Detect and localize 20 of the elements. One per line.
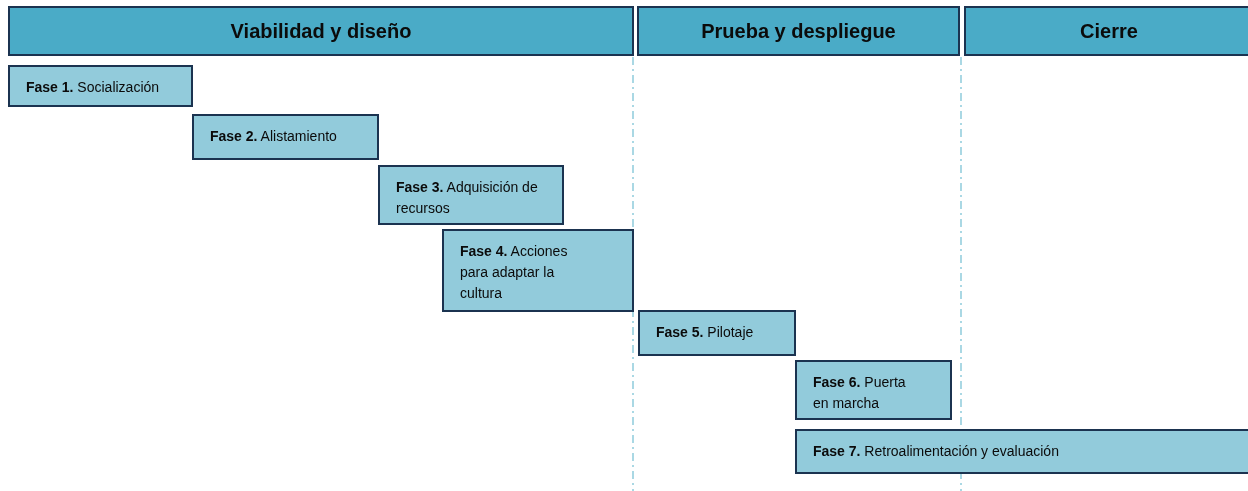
phase-bar [192, 114, 379, 160]
phase-bar [442, 229, 634, 312]
phase-label: Fase 2. Alistamiento [210, 127, 338, 146]
phase-title: Prueba y despliegue [701, 19, 896, 43]
phase-title: Cierre [1080, 19, 1138, 43]
phase-label: Fase 3. Adquisición de recursos [396, 178, 539, 218]
phase-bar [795, 429, 1248, 474]
phase-title: Viabilidad y diseño [230, 19, 412, 43]
phase-bar [795, 360, 952, 420]
phase-label: Fase 7. Retroalimentación y evaluación [813, 442, 1060, 461]
phase-bar [638, 310, 796, 356]
phase-header-bar [8, 6, 634, 56]
phase-bar [8, 65, 193, 107]
phase-label: Fase 6. Puerta en marcha [813, 373, 907, 413]
phase-bar [378, 165, 564, 225]
phase-header-bar [964, 6, 1248, 56]
phase-label: Fase 1. Socialización [26, 78, 161, 97]
phase-label: Fase 5. Pilotaje [656, 323, 755, 342]
phase-header-bar [637, 6, 960, 56]
phase-label: Fase 4. Acciones para adaptar la cultura [460, 242, 569, 303]
